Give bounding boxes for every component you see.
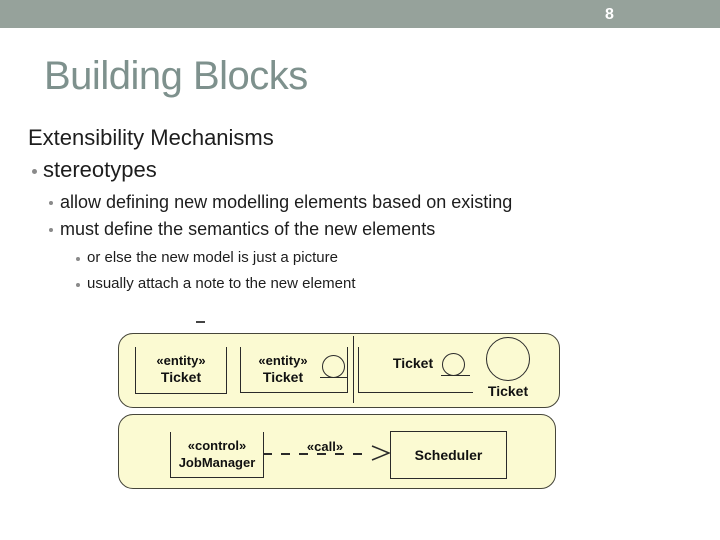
bullet-dot bbox=[32, 169, 37, 174]
stereotype-keyword: «entity» bbox=[156, 353, 206, 369]
class-name: Scheduler bbox=[414, 447, 483, 463]
uml-class-box-ticket-icon bbox=[358, 347, 473, 393]
section-heading: Extensibility Mechanisms bbox=[28, 125, 274, 150]
entity-icon-underline bbox=[320, 377, 348, 378]
entity-icon-large bbox=[486, 337, 530, 381]
page-number: 8 bbox=[605, 6, 614, 23]
stereotype-keyword: «control» bbox=[187, 438, 247, 454]
bullet-dot bbox=[76, 257, 80, 261]
bullet-item: usually attach a note to the new element bbox=[87, 275, 356, 292]
bullet-dot bbox=[49, 228, 53, 232]
class-name: Ticket bbox=[262, 368, 304, 385]
header-bar: 8 bbox=[0, 0, 720, 28]
dependency-stereotype-label: «call» bbox=[306, 439, 344, 454]
uml-class-box-entity-ticket-icon: «entity» Ticket bbox=[240, 347, 348, 393]
entity-stereotype-icon bbox=[322, 355, 345, 378]
icon-form-label: Ticket bbox=[487, 383, 529, 399]
stray-dash bbox=[196, 321, 205, 323]
stereotype-keyword: «entity» bbox=[258, 352, 308, 368]
slide-title: Building Blocks bbox=[44, 54, 308, 98]
dashed-dependency-line bbox=[263, 453, 371, 455]
class-name: JobManager bbox=[178, 454, 256, 470]
band1-divider-line bbox=[353, 336, 354, 403]
bullet-dot bbox=[49, 201, 53, 205]
bullet-item: or else the new model is just a picture bbox=[87, 249, 338, 266]
class-name: Ticket bbox=[160, 369, 202, 386]
stereotype-dependency-band bbox=[118, 414, 556, 489]
uml-class-box-entity-ticket: «entity» Ticket bbox=[135, 347, 227, 394]
bullet-item: stereotypes bbox=[43, 157, 157, 182]
open-arrowhead-icon bbox=[371, 445, 391, 461]
uml-class-box-scheduler: Scheduler bbox=[390, 431, 507, 479]
bullet-dot bbox=[76, 283, 80, 287]
class-name: Ticket bbox=[392, 355, 434, 371]
entity-stereotype-icon bbox=[442, 353, 465, 376]
bullet-item: must define the semantics of the new ele… bbox=[60, 219, 436, 239]
entity-icon-underline bbox=[441, 375, 470, 376]
bullet-item: allow defining new modelling elements ba… bbox=[60, 192, 513, 212]
uml-class-box-control-jobmanager: «control» JobManager bbox=[170, 432, 264, 478]
